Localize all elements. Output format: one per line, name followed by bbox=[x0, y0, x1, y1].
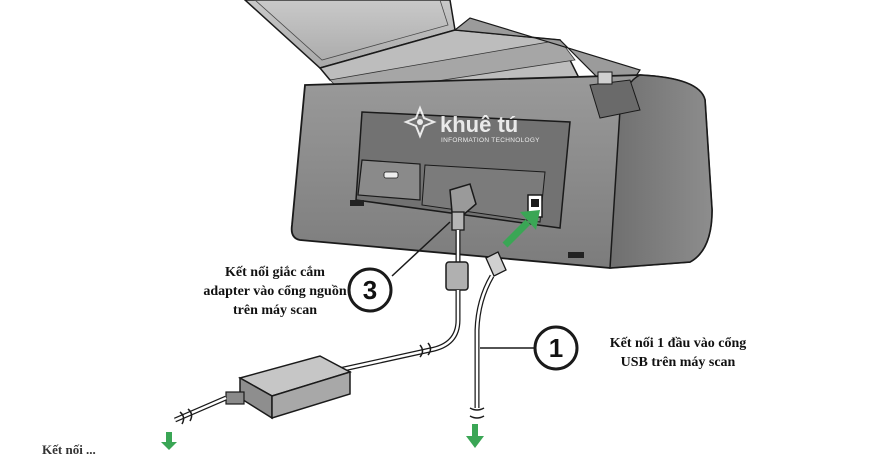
step-3-caption-line: trên máy scan bbox=[233, 303, 317, 318]
power-cable bbox=[329, 230, 469, 375]
ac-adapter bbox=[174, 355, 352, 425]
leader-line-3 bbox=[391, 221, 451, 277]
watermark-brand: khuê tú bbox=[440, 112, 518, 137]
down-arrow-icon bbox=[466, 424, 484, 448]
step-3-caption-line: Kết nối giắc cắm bbox=[225, 265, 325, 280]
insert-arrow-icon bbox=[502, 210, 540, 248]
step-3-marker: 3 bbox=[347, 267, 393, 313]
step-1-number: 1 bbox=[549, 333, 563, 363]
step-1-marker: 1 bbox=[533, 325, 579, 371]
step-3-number: 3 bbox=[363, 275, 377, 305]
step-1-caption-line: Kết nối 1 đầu vào cổng bbox=[609, 336, 747, 351]
usb-cable bbox=[469, 251, 507, 419]
step-1-caption-line: USB trên máy scan bbox=[620, 355, 736, 370]
step-1-caption: Kết nối 1 đầu vào cổng USB trên máy scan bbox=[578, 334, 778, 372]
watermark-logo: khuê tú INFORMATION TECHNOLOGY bbox=[403, 105, 540, 144]
star-logo-icon bbox=[403, 105, 437, 139]
step-3-caption-line: adapter vào cổng nguồn bbox=[203, 284, 347, 299]
watermark-subtitle: INFORMATION TECHNOLOGY bbox=[441, 137, 540, 144]
step-3-caption: Kết nối giắc cắm adapter vào cổng nguồn … bbox=[170, 263, 380, 320]
scanner-body bbox=[290, 71, 713, 269]
left-down-arrow-icon bbox=[161, 432, 177, 450]
